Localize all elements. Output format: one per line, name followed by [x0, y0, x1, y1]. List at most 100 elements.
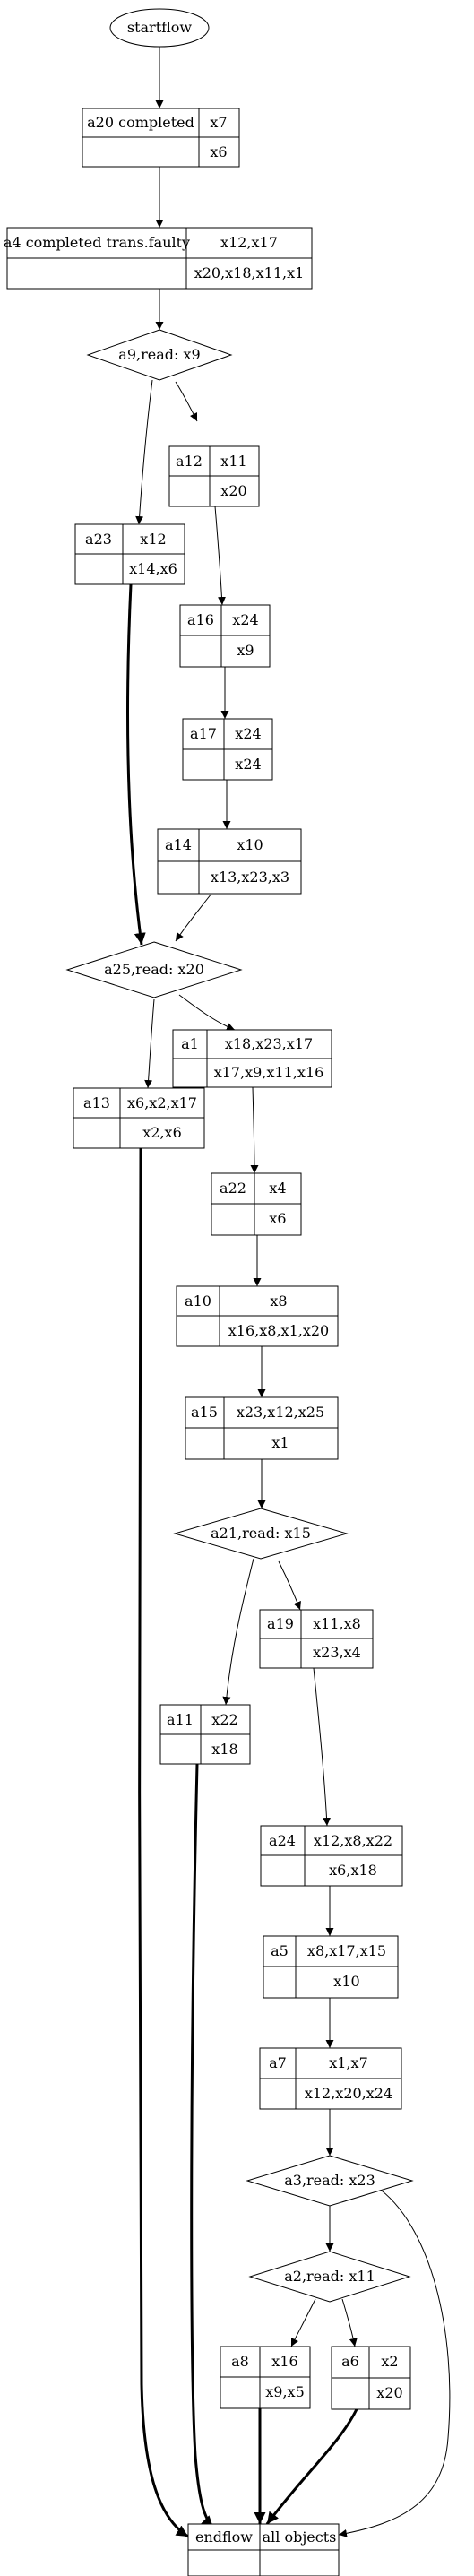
node-a8: a8 x16 x9,x5	[220, 2346, 311, 2409]
node-a7-bottom: x12,x20,x24	[305, 2085, 392, 2102]
node-a14-name: a14	[165, 836, 192, 853]
node-a19-bottom: x23,x4	[313, 1644, 361, 1661]
node-a24-name: a24	[269, 1832, 296, 1849]
edge-a21-a11	[222, 1558, 254, 1706]
node-a25-label: a25,read: x20	[104, 961, 204, 978]
node-a11-bottom: x18	[211, 1741, 237, 1758]
node-a16-bottom: x9	[237, 642, 254, 659]
node-a13-top: x6,x2,x17	[127, 1094, 197, 1111]
node-a20-top: x7	[210, 114, 227, 131]
node-a24-bottom: x6,x18	[329, 1862, 377, 1879]
node-a1-bottom: x17,x9,x11,x16	[214, 1064, 324, 1081]
node-a10-name: a10	[185, 1292, 211, 1310]
node-a5: a5 x8,x17,x15 x10	[263, 1935, 399, 1999]
node-a4-name: a4 completed trans.faulty	[4, 234, 190, 251]
node-a5-top: x8,x17,x15	[307, 1942, 386, 1959]
node-a20-name: a20 completed	[87, 114, 194, 131]
node-a11-name: a11	[167, 1711, 194, 1728]
node-a17-name: a17	[190, 725, 217, 742]
node-a16-top: x24	[232, 611, 258, 628]
node-a23-bottom: x14,x6	[129, 560, 177, 577]
node-a13: a13 x6,x2,x17 x2,x6	[73, 1087, 205, 1149]
edge-a9-a23	[135, 379, 153, 525]
node-a6-bottom: x20	[376, 2384, 402, 2401]
edge-a23-a25	[125, 583, 146, 946]
node-a4: a4 completed trans.faulty x12,x17 x20,x1…	[4, 227, 313, 290]
node-a10-bottom: x16,x8,x1,x20	[228, 1322, 329, 1339]
node-a6-top: x2	[381, 2353, 398, 2370]
node-a12: a12 x11 x20	[168, 445, 260, 507]
node-a9: a9,read: x9	[86, 329, 233, 381]
node-a11: a11 x22 x18	[159, 1704, 251, 1765]
node-a2-label: a2,read: x11	[284, 2268, 375, 2285]
node-a7: a7 x1,x7 x12,x20,x24	[259, 2047, 402, 2110]
edges	[125, 47, 451, 2538]
node-a17-bottom: x24	[235, 756, 261, 773]
node-a13-name: a13	[83, 1094, 110, 1111]
edge-a25-a13	[144, 998, 155, 1089]
node-a23-top: x12	[140, 531, 166, 548]
node-a2: a2,read: x11	[248, 2251, 411, 2303]
node-a15: a15 x23,x12,x25 x1	[185, 1396, 339, 1460]
node-a17-top: x24	[235, 725, 261, 742]
node-a8-name: a8	[231, 2353, 249, 2370]
node-a20-bottom: x6	[210, 143, 227, 160]
node-a16: a16 x24 x9	[179, 604, 271, 668]
edge-a12-a16	[214, 506, 226, 606]
node-a7-name: a7	[269, 2054, 287, 2071]
edge-a6-endflow	[265, 2408, 358, 2525]
edge-a11-endflow	[190, 1763, 215, 2529]
node-a14-top: x10	[237, 836, 263, 853]
node-a23: a23 x12 x14,x6	[74, 523, 185, 585]
edge-a9-a12	[175, 381, 198, 422]
node-a4-top: x12,x17	[220, 234, 278, 251]
node-a19-name: a19	[267, 1615, 294, 1632]
node-a10-top: x8	[270, 1292, 287, 1310]
node-a5-bottom: x10	[333, 1973, 359, 1990]
node-a17: a17 x24 x24	[182, 718, 273, 781]
node-a21-label: a21,read: x15	[211, 1525, 311, 1542]
node-a15-top: x23,x12,x25	[237, 1404, 324, 1421]
node-a19: a19 x11,x8 x23,x4	[259, 1609, 374, 1669]
node-a1-name: a1	[181, 1035, 199, 1052]
node-a20: a20 completed x7 x6	[82, 108, 240, 168]
node-a22: a22 x4 x6	[211, 1172, 302, 1236]
node-a14: a14 x10 x13,x23,x3	[157, 828, 302, 895]
node-startflow: startflow	[109, 8, 210, 48]
node-a24-top: x12,x8,x22	[314, 1832, 392, 1849]
edge-a2-a6	[341, 2298, 358, 2347]
edge-a1-a22	[250, 1086, 259, 1174]
node-a9-label: a9,read: x9	[118, 346, 200, 363]
node-a10: a10 x8 x16,x8,x1,x20	[176, 1285, 339, 1347]
node-a14-bottom: x13,x23,x3	[211, 869, 289, 886]
node-a4-bottom: x20,x18,x11,x1	[194, 264, 305, 281]
node-a24: a24 x12,x8,x22 x6,x18	[260, 1825, 403, 1887]
node-endflow: endflow all objects	[187, 2523, 340, 2576]
node-a11-top: x22	[211, 1711, 237, 1728]
edge-a19-a24	[313, 1667, 332, 1827]
edge-a3-endflow	[338, 2185, 451, 2537]
edge-a13-endflow	[138, 1147, 189, 2538]
node-a19-top: x11,x8	[313, 1615, 361, 1632]
node-endflow-right: all objects	[263, 2528, 337, 2546]
node-a15-bottom: x1	[271, 1434, 289, 1451]
node-a1-top: x18,x23,x17	[225, 1035, 313, 1052]
node-a1: a1 x18,x23,x17 x17,x9,x11,x16	[172, 1029, 332, 1088]
node-a3: a3,read: x23	[246, 2155, 414, 2207]
node-a5-name: a5	[271, 1942, 289, 1959]
node-a8-top: x16	[271, 2353, 297, 2370]
node-endflow-left: endflow	[195, 2528, 253, 2546]
node-a6-name: a6	[341, 2353, 359, 2370]
node-a16-name: a16	[187, 611, 214, 628]
node-a3-label: a3,read: x23	[284, 2172, 375, 2189]
edge-a21-a19	[278, 1560, 301, 1611]
node-a22-name: a22	[220, 1180, 246, 1197]
node-a12-bottom: x20	[220, 482, 246, 499]
node-a22-top: x4	[269, 1180, 286, 1197]
edge-a25-a1	[178, 994, 236, 1031]
node-a15-name: a15	[191, 1404, 218, 1421]
node-a21: a21,read: x15	[173, 1508, 349, 1560]
node-a22-bottom: x6	[269, 1210, 286, 1227]
node-a12-top: x11	[220, 453, 246, 470]
